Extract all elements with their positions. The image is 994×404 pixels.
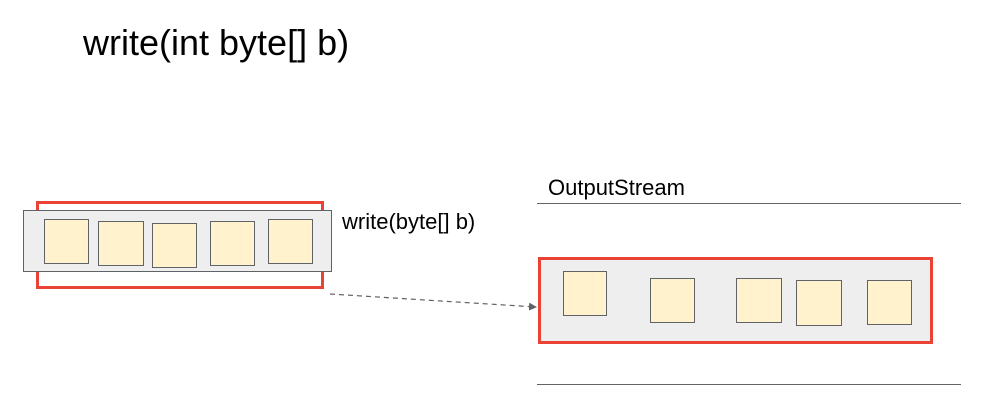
stream-byte	[563, 271, 607, 316]
stream-byte	[736, 278, 782, 323]
source-byte	[44, 219, 89, 264]
source-byte	[152, 223, 197, 268]
stream-bottom-line	[537, 384, 961, 385]
stream-byte	[796, 280, 842, 326]
source-byte	[268, 219, 313, 264]
stream-top-line	[537, 203, 961, 204]
source-byte	[98, 221, 144, 266]
output-stream-label: OutputStream	[548, 175, 685, 200]
stream-byte	[867, 280, 912, 325]
source-byte	[210, 221, 255, 266]
write-method-label: write(byte[] b)	[342, 209, 476, 234]
write-arrow-line	[329, 293, 537, 311]
stream-byte	[650, 278, 695, 323]
diagram-title: write(int byte[] b)	[83, 22, 350, 63]
